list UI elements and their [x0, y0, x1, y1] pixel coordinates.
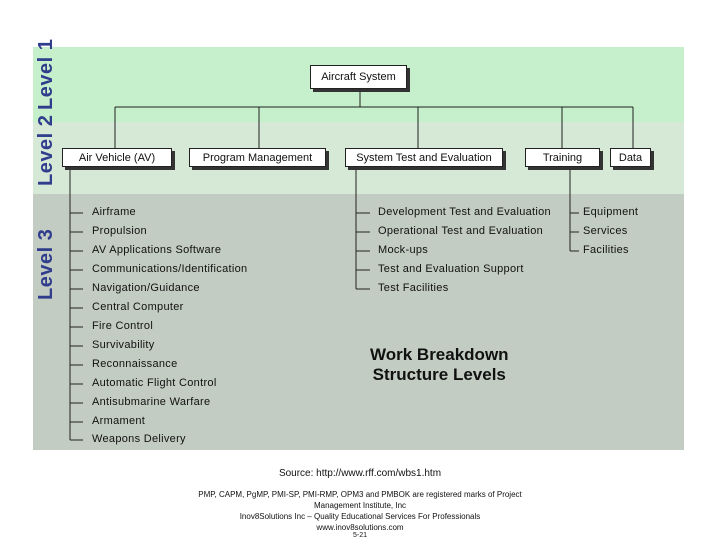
- av-item-antisubmarine: Antisubmarine Warfare: [92, 396, 211, 408]
- te-item-support: Test and Evaluation Support: [378, 263, 524, 275]
- diagram-title: Work Breakdown Structure Levels: [370, 345, 509, 385]
- av-item-central-computer: Central Computer: [92, 301, 184, 313]
- footer-company-line: Inov8Solutions Inc – Quality Educational…: [239, 512, 481, 521]
- diagram-title-line1: Work Breakdown: [370, 345, 509, 364]
- footer-trademark-line1: PMP, CAPM, PgMP, PMI-SP, PMI-RMP, OPM3 a…: [198, 490, 522, 499]
- system-test-evaluation-box: System Test and Evaluation: [345, 148, 503, 167]
- level1-label: Level 1: [35, 38, 57, 110]
- wbs-diagram: Aircraft System Air Vehicle (AV) Program…: [33, 47, 684, 450]
- av-item-reconnaissance: Reconnaissance: [92, 358, 178, 370]
- level2-label: Level 2: [35, 114, 57, 186]
- data-box: Data: [610, 148, 651, 167]
- training-item-facilities: Facilities: [583, 244, 629, 256]
- te-item-development: Development Test and Evaluation: [378, 206, 551, 218]
- aircraft-system-box: Aircraft System: [310, 65, 407, 89]
- footer-trademark-line2: Management Institute, Inc: [313, 501, 407, 510]
- te-item-operational: Operational Test and Evaluation: [378, 225, 544, 237]
- te-item-mockups: Mock-ups: [378, 244, 429, 256]
- air-vehicle-box: Air Vehicle (AV): [62, 148, 172, 167]
- av-item-communications: Communications/Identification: [92, 263, 248, 275]
- level3-band: [33, 194, 684, 450]
- av-item-weapons-delivery: Weapons Delivery: [92, 433, 186, 445]
- av-item-fire-control: Fire Control: [92, 320, 154, 332]
- te-item-facilities: Test Facilities: [378, 282, 449, 294]
- training-item-services: Services: [583, 225, 628, 237]
- av-item-airframe: Airframe: [92, 206, 136, 218]
- av-item-navigation: Navigation/Guidance: [92, 282, 200, 294]
- level3-label: Level 3: [35, 228, 57, 300]
- connector-lines: [69, 92, 634, 441]
- av-item-survivability: Survivability: [92, 339, 155, 351]
- av-item-armament: Armament: [92, 415, 146, 427]
- diagram-title-line2: Structure Levels: [372, 365, 506, 384]
- training-box: Training: [525, 148, 600, 167]
- source-text: Source: http://www.rff.com/wbs1.htm: [278, 468, 442, 479]
- av-item-propulsion: Propulsion: [92, 225, 147, 237]
- av-item-flight-control: Automatic Flight Control: [92, 377, 217, 389]
- av-item-av-software: AV Applications Software: [92, 244, 222, 256]
- footer-website: www.inov8solutions.com: [316, 523, 404, 532]
- training-item-equipment: Equipment: [583, 206, 639, 218]
- program-management-box: Program Management: [189, 148, 326, 167]
- footer-page-number: 5-21: [352, 532, 367, 539]
